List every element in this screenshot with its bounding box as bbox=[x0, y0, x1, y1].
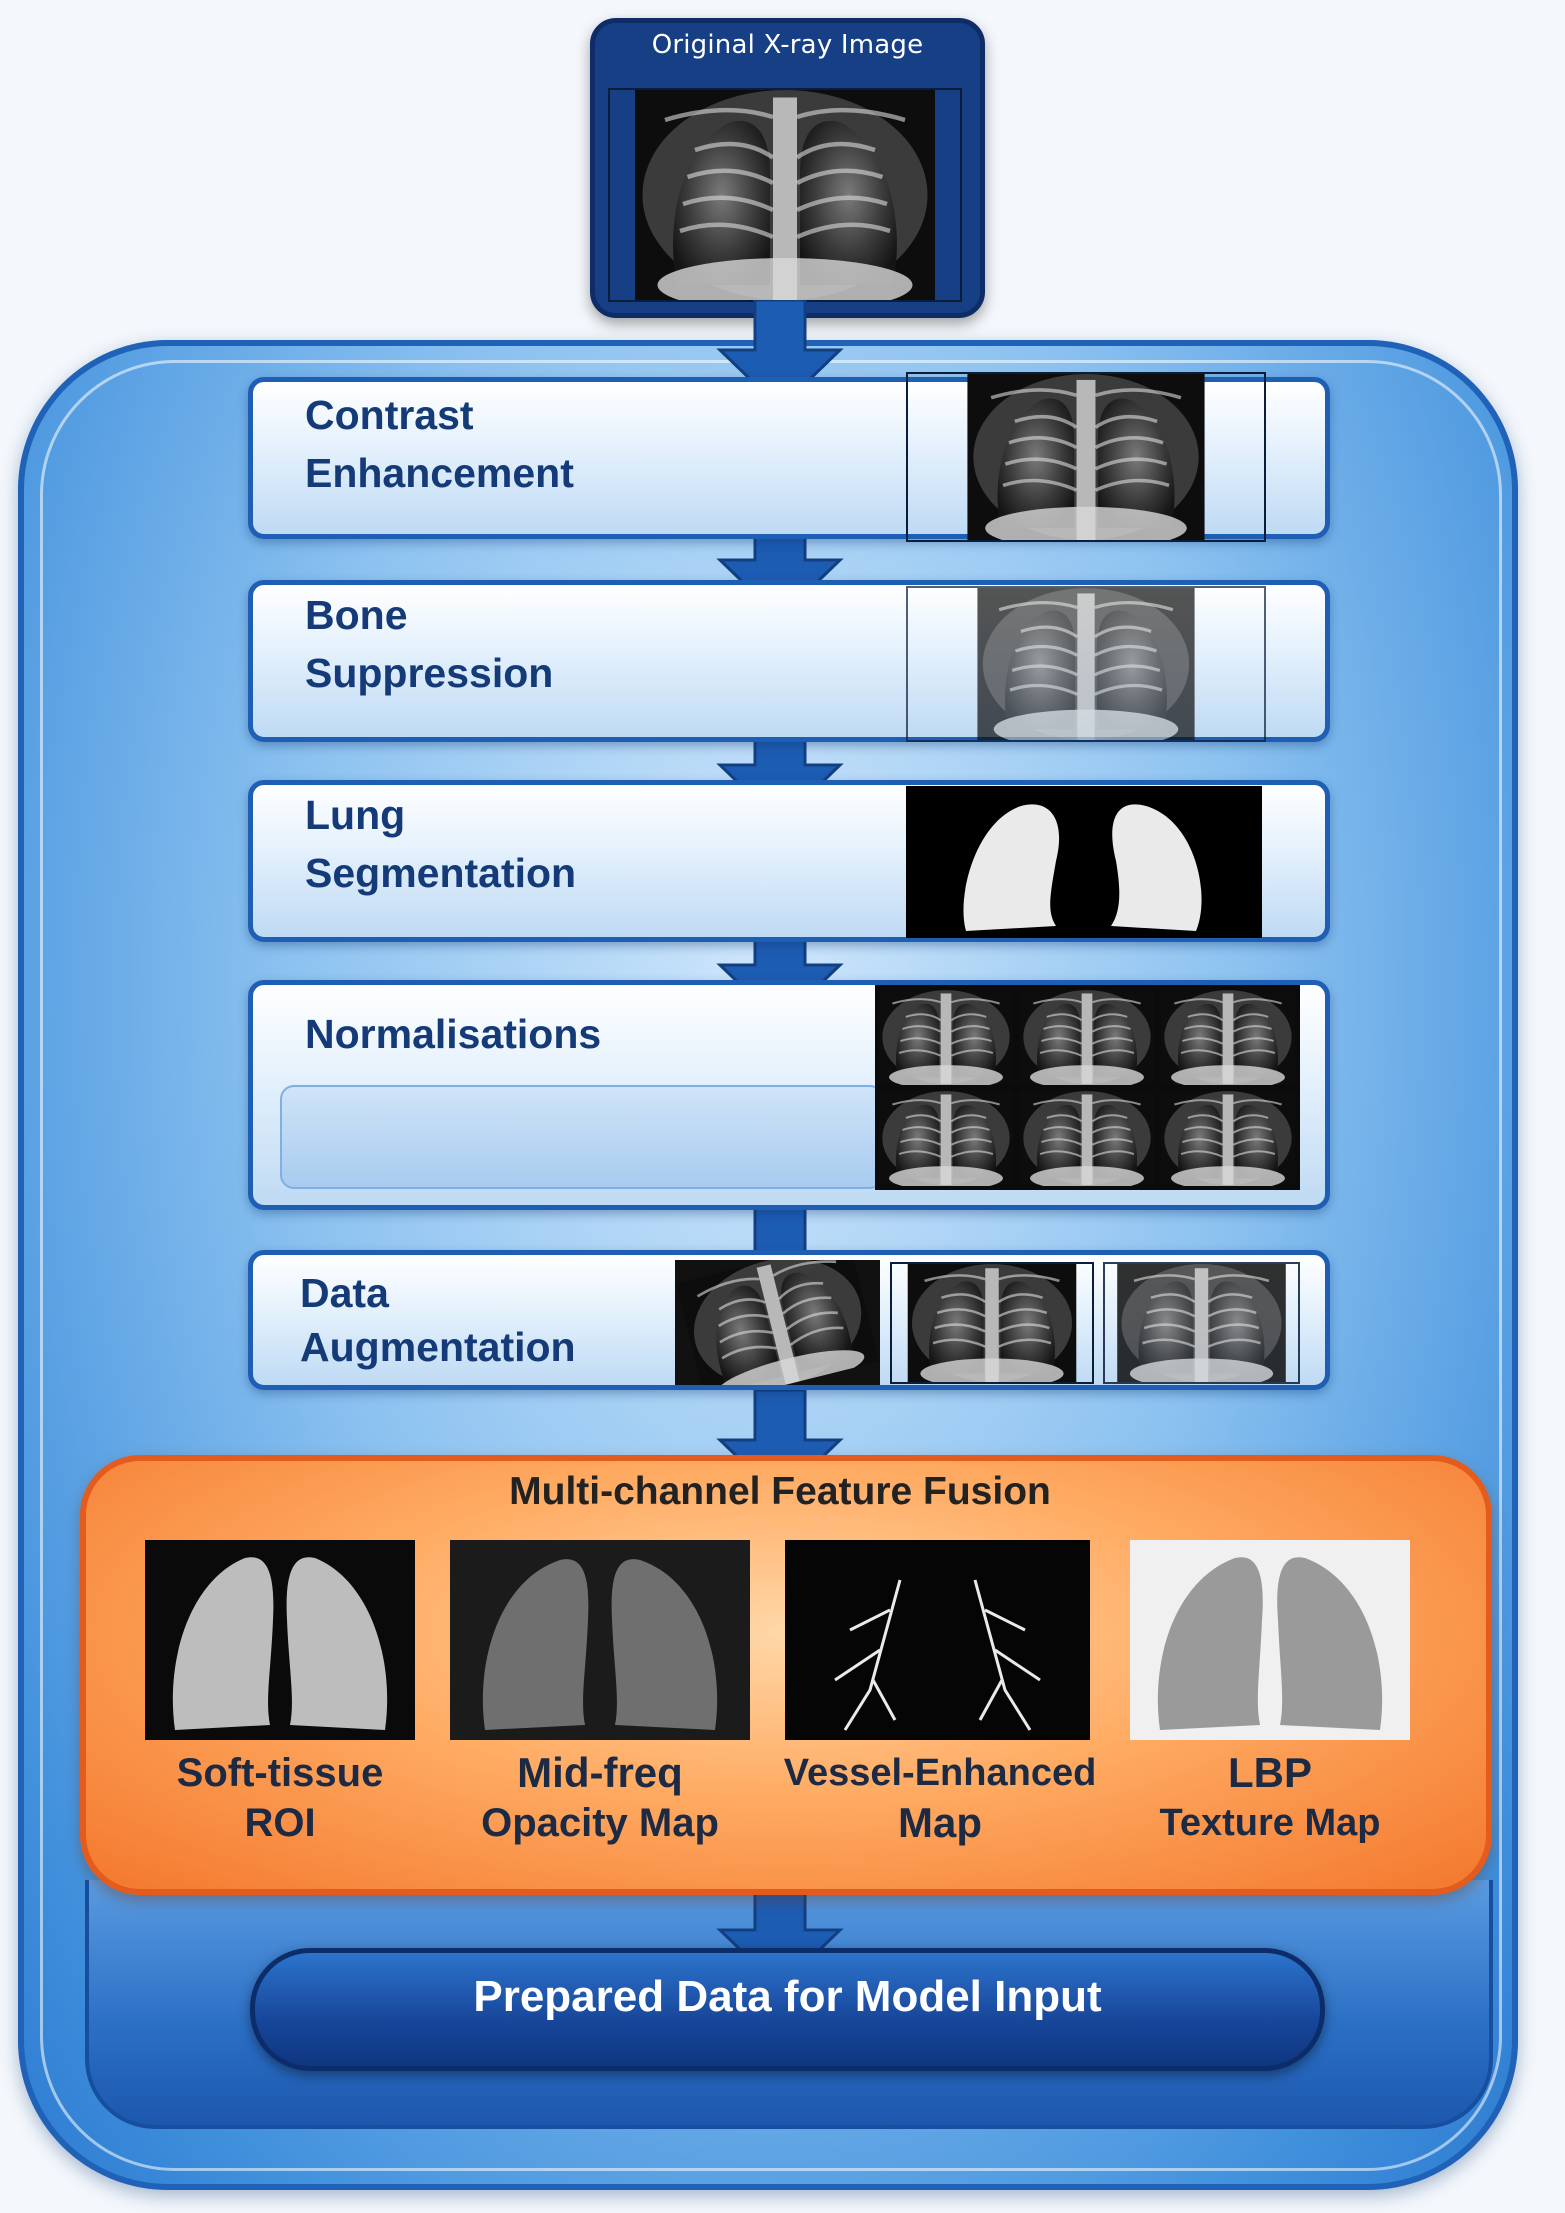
augmented-xray-rotated bbox=[675, 1260, 880, 1385]
lung-segmentation-mask bbox=[906, 786, 1262, 938]
map-caption-line2: Map bbox=[898, 1799, 982, 1846]
normalisation-bar bbox=[280, 1085, 884, 1189]
augmented-xray-cropped bbox=[890, 1262, 1094, 1384]
step-label-line1: Data bbox=[300, 1270, 389, 1316]
map-caption-line1: LBP bbox=[1228, 1749, 1312, 1796]
map-caption-line2: Texture Map bbox=[1159, 1802, 1381, 1844]
model-input-pill bbox=[250, 1948, 1325, 2071]
step-label-line1: Contrast bbox=[305, 392, 474, 438]
step-label-line2: Enhancement bbox=[305, 450, 574, 496]
step-label-line1: Lung bbox=[305, 792, 406, 838]
fusion-title: Multi-channel Feature Fusion bbox=[509, 1470, 1051, 1513]
augmented-xray-noise bbox=[1103, 1262, 1300, 1384]
mid-freq-opacity-image bbox=[450, 1540, 750, 1740]
map-caption-line1: Mid-freq bbox=[517, 1749, 683, 1796]
original-xray-title: Original X-ray Image bbox=[651, 30, 924, 60]
map-caption-line1: Soft-tissue bbox=[176, 1751, 384, 1795]
vessel-enhanced-image bbox=[785, 1540, 1090, 1740]
lbp-texture-image bbox=[1130, 1540, 1410, 1740]
step-label-line2: Suppression bbox=[305, 650, 554, 696]
normalisation-grid bbox=[875, 985, 1300, 1190]
original-xray-image bbox=[608, 88, 962, 302]
step-label-line1: Bone bbox=[305, 592, 408, 638]
step-label-line2: Segmentation bbox=[305, 850, 577, 896]
contrast-enhanced-xray bbox=[906, 372, 1266, 542]
step-label-line2: Augmentation bbox=[300, 1324, 576, 1370]
bone-suppressed-xray bbox=[906, 586, 1266, 742]
step-label-line1: Normalisations bbox=[305, 1011, 602, 1057]
map-caption-line1: Vessel-Enhanced bbox=[783, 1752, 1097, 1794]
model-input-label: Prepared Data for Model Input bbox=[473, 1972, 1102, 2021]
map-caption-line2: ROI bbox=[244, 1801, 316, 1845]
soft-tissue-roi-image bbox=[145, 1540, 415, 1740]
map-caption-line2: Opacity Map bbox=[481, 1801, 719, 1845]
